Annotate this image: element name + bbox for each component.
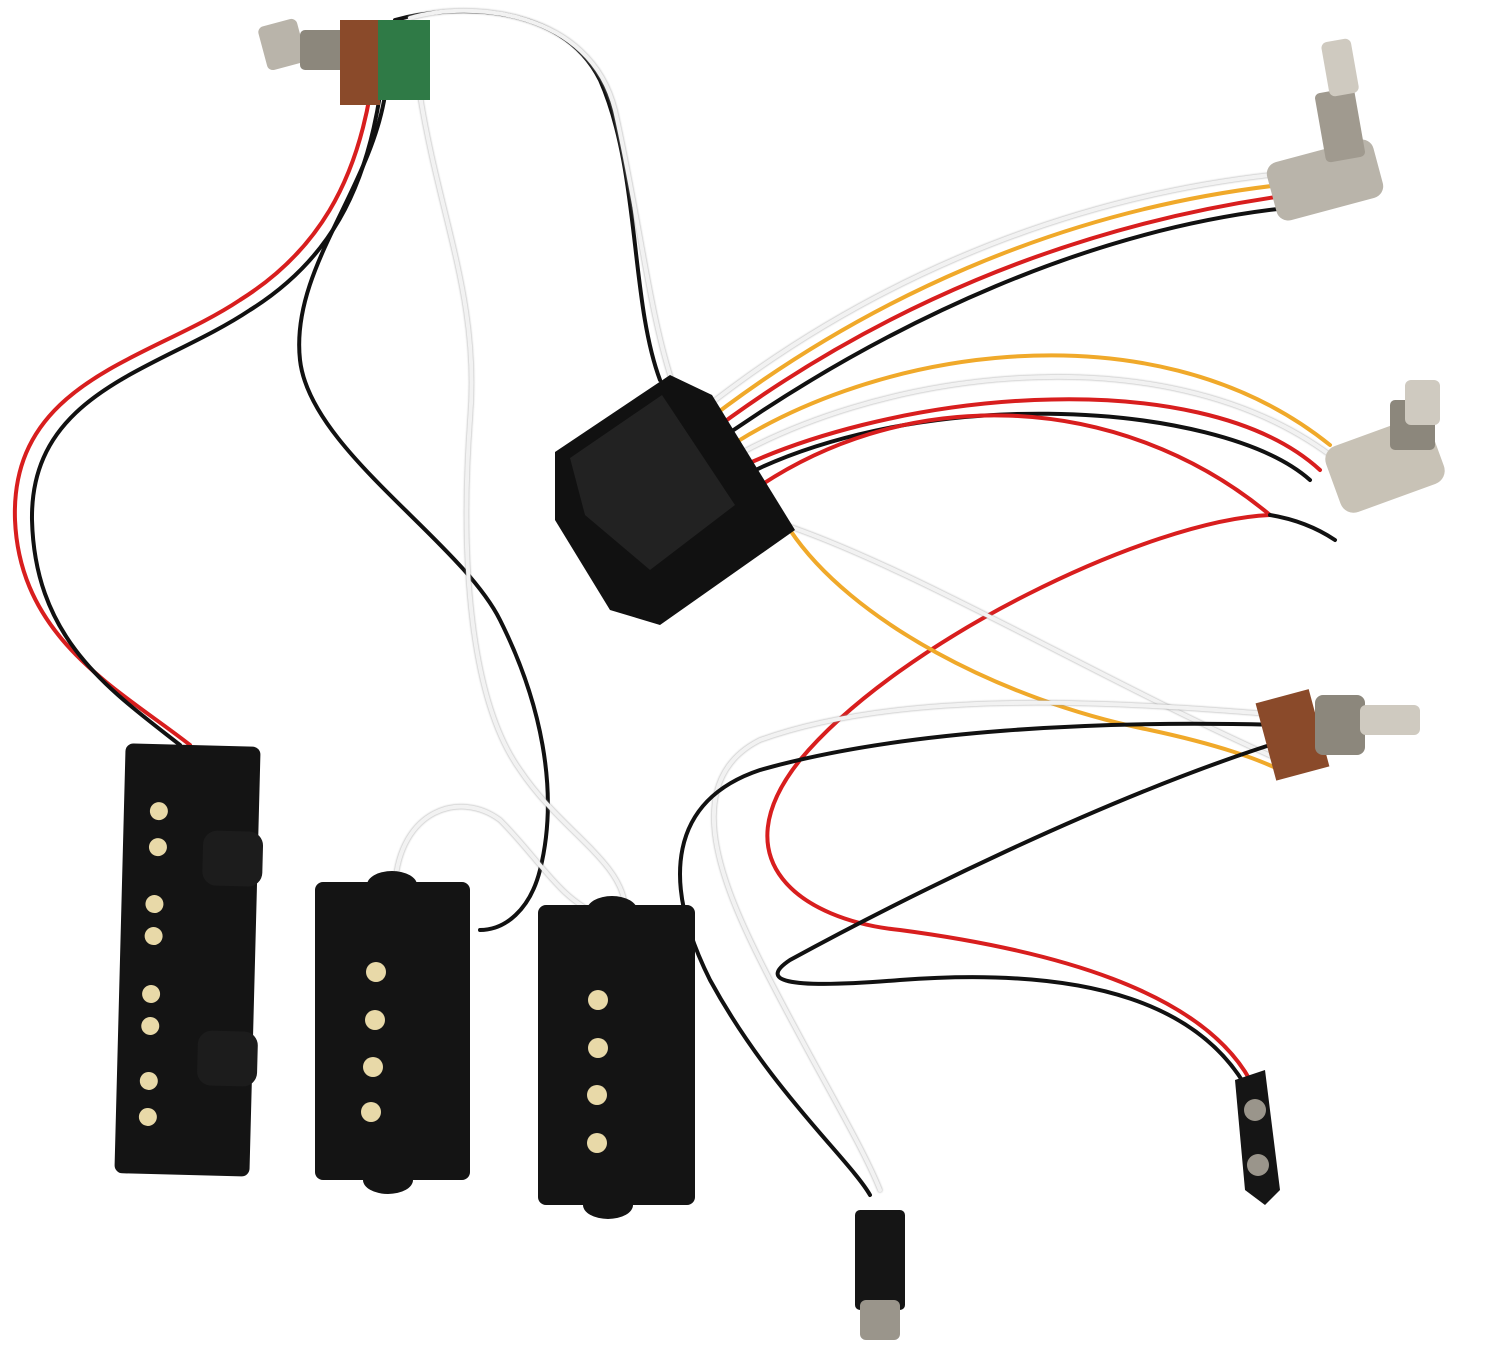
pole-piece — [587, 1133, 607, 1153]
pole-piece — [588, 990, 608, 1010]
pot-knurl — [1321, 38, 1359, 97]
wiring-harness — [12, 8, 1337, 1197]
wire-white-to-preamp — [408, 8, 677, 392]
pot-mid-right — [1325, 380, 1445, 513]
battery-terminal — [1247, 1154, 1269, 1176]
wire-black-jack — [678, 721, 1282, 1197]
pot-body — [1266, 139, 1384, 221]
pot-resistor-board — [340, 20, 380, 105]
pickup-body — [315, 882, 470, 1180]
wire-white-mid-pot — [710, 374, 1332, 472]
wire-white-p-pickup — [418, 93, 627, 907]
stacked-pot-with-pcb — [258, 18, 430, 105]
wire-yellow-mid-pot — [708, 353, 1332, 462]
wire-black-top-pot — [703, 203, 1322, 452]
pot-lower-right — [1255, 689, 1420, 781]
pole-piece — [141, 1016, 160, 1035]
pole-piece — [149, 802, 168, 821]
pickup-body — [538, 905, 695, 1205]
pole-piece — [145, 895, 164, 914]
wire-red-battery — [738, 413, 1276, 1082]
wire-red-top-pot — [698, 193, 1292, 442]
wire-black-mid-pot — [716, 411, 1312, 492]
pickup-mounting-ear — [197, 1030, 258, 1087]
pot-nut — [300, 30, 345, 70]
pot-knurl — [1405, 380, 1440, 425]
wire-black-battery — [775, 743, 1272, 1087]
wire-black-stub — [1268, 513, 1337, 542]
battery-clip — [1235, 1070, 1280, 1205]
pot-nut — [1315, 695, 1365, 755]
wire-white-top-pot — [688, 173, 1272, 422]
pole-piece — [587, 1085, 607, 1105]
pickup-body — [114, 743, 261, 1177]
pole-piece — [138, 1107, 157, 1126]
pot-shaft — [1315, 87, 1365, 163]
wire-red-pickup-j — [12, 93, 372, 747]
pot-top-right — [1266, 38, 1384, 221]
wire-red-mid-pot — [713, 397, 1322, 482]
pole-piece — [144, 927, 163, 946]
pot-shaft — [1360, 705, 1420, 735]
pcb-board — [378, 20, 430, 100]
pole-piece — [148, 838, 167, 857]
p-bass-pickup-2 — [538, 896, 695, 1219]
p-bass-pickup-1 — [315, 871, 470, 1194]
pole-piece — [365, 1010, 385, 1030]
battery-terminal — [1244, 1099, 1266, 1121]
jack-nut — [860, 1300, 900, 1340]
j-bass-pickup — [114, 743, 264, 1177]
pole-piece — [139, 1071, 158, 1090]
pot-shaft — [258, 18, 306, 71]
jack-body — [855, 1210, 905, 1310]
wire-white-p-loop — [393, 804, 602, 917]
pickup-mounting-ear — [202, 830, 264, 887]
wire-black-p-pickup — [297, 93, 550, 932]
pole-piece — [361, 1102, 381, 1122]
pole-piece — [363, 1057, 383, 1077]
pole-piece — [588, 1038, 608, 1058]
preamp-face — [570, 395, 735, 570]
preamp-box — [555, 375, 795, 625]
output-jack — [855, 1210, 905, 1340]
pole-piece — [142, 984, 161, 1003]
wire-white-jack — [711, 700, 1282, 1192]
wire-yellow-top-pot — [693, 183, 1282, 432]
pot-resistor-board — [1255, 689, 1330, 781]
pole-piece — [366, 962, 386, 982]
